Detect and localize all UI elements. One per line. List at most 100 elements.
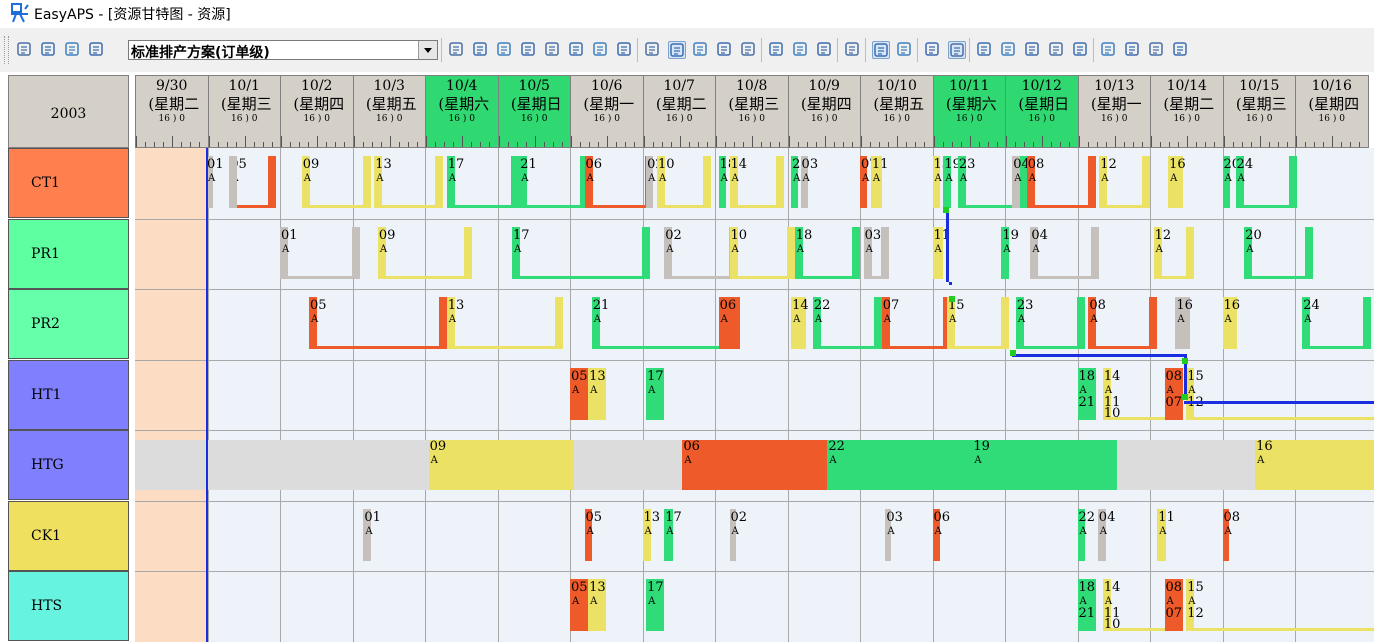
task-bar-ct1[interactable] [791, 156, 799, 208]
bar-icon[interactable] [976, 41, 994, 59]
task-bar-ct1[interactable] [446, 156, 520, 208]
task2-icon[interactable] [792, 41, 810, 59]
task-bar-htg[interactable] [428, 440, 574, 490]
schedule-icon[interactable] [592, 41, 610, 59]
task-bar-ct1[interactable] [957, 156, 1027, 208]
grid1-icon[interactable] [872, 41, 890, 59]
toolbar-grip[interactable] [4, 36, 9, 64]
link-node[interactable] [1182, 358, 1188, 364]
task-bar-ht1[interactable] [1164, 367, 1183, 420]
dropdown-arrow-icon[interactable] [418, 41, 437, 59]
task-bar-ck1[interactable] [664, 508, 673, 561]
task-bar-ct1[interactable] [718, 156, 726, 208]
task-bar-ct1[interactable] [860, 156, 868, 208]
task-bar-ct1[interactable] [301, 156, 371, 208]
edit-icon[interactable] [844, 41, 862, 59]
print-preview-icon[interactable] [64, 41, 82, 59]
task-bar-pr2[interactable] [309, 297, 447, 349]
task-bar-ct1[interactable] [870, 156, 882, 208]
indent-icon[interactable] [520, 41, 538, 59]
bell-icon[interactable] [1100, 41, 1118, 59]
task-bar-pr2[interactable] [1222, 297, 1237, 349]
report-icon[interactable] [1172, 41, 1190, 59]
task-bar-htg[interactable] [682, 440, 828, 490]
task-bar-pr1[interactable] [729, 226, 795, 279]
task-bar-ct1[interactable] [519, 156, 589, 208]
align-icon[interactable] [568, 41, 586, 59]
info-icon[interactable] [1072, 41, 1090, 59]
task-bar-pr1[interactable] [512, 226, 650, 279]
task-bar-ck1[interactable] [1222, 508, 1229, 561]
task-bar-pr2[interactable] [1088, 297, 1158, 349]
task-bar-pr2[interactable] [718, 297, 741, 349]
print-icon[interactable] [40, 41, 58, 59]
doc-icon[interactable] [1124, 41, 1142, 59]
task-bar-pr1[interactable] [1001, 226, 1009, 279]
resource-label-hts[interactable]: HTS [8, 571, 129, 641]
task-bar-htg[interactable] [1255, 440, 1374, 490]
filter-icon[interactable] [544, 41, 562, 59]
task-bar-ct1[interactable] [374, 156, 444, 208]
psi-icon[interactable] [1148, 41, 1166, 59]
task-bar-ck1[interactable] [1097, 508, 1107, 561]
task-bar-pr2[interactable] [1302, 297, 1372, 349]
layers-icon[interactable] [816, 41, 834, 59]
area-icon[interactable] [1000, 41, 1018, 59]
view1-icon[interactable] [668, 41, 686, 59]
task-bar-pr1[interactable] [1244, 226, 1314, 279]
task-bar-ht1[interactable] [588, 367, 607, 420]
link-node[interactable] [1182, 394, 1188, 400]
refresh-icon[interactable] [448, 41, 466, 59]
task-bar-ht1[interactable] [570, 367, 589, 420]
task-bar-ck1[interactable] [729, 508, 736, 561]
task-bar-ct1[interactable] [646, 156, 654, 208]
task-bar-pr1[interactable] [794, 226, 860, 279]
plan-select[interactable]: 标准排产方案(订单级) [128, 40, 438, 61]
task-bar-ct1[interactable] [800, 156, 808, 208]
resource-label-ct1[interactable]: CT1 [8, 148, 129, 218]
resource-icon[interactable] [644, 41, 662, 59]
task-bar-ct1[interactable] [1168, 156, 1183, 208]
task-bar-pr1[interactable] [280, 226, 360, 279]
task-bar-ck1[interactable] [885, 508, 892, 561]
resource-label-ht1[interactable]: HT1 [8, 359, 129, 430]
task-bar-htg[interactable] [827, 440, 973, 490]
task1-icon[interactable] [768, 41, 786, 59]
task-bar-ck1[interactable] [584, 508, 592, 561]
task-bar-htg[interactable] [972, 440, 1118, 490]
task-bar-ht1[interactable] [646, 367, 665, 420]
task-bar-pr2[interactable] [1175, 297, 1190, 349]
task-bar-ct1[interactable] [1235, 156, 1298, 208]
task-bar-pr1[interactable] [1030, 226, 1100, 279]
link-node[interactable] [949, 296, 955, 302]
list-icon[interactable] [472, 41, 490, 59]
task-bar-ct1[interactable] [206, 156, 214, 208]
task-bar-hts[interactable] [1164, 579, 1183, 631]
task-bar-pr1[interactable] [377, 226, 473, 279]
task-bar-ct1[interactable] [1099, 156, 1150, 208]
task-bar-pr2[interactable] [591, 297, 730, 349]
task-bar-ct1[interactable] [932, 156, 940, 208]
copy-icon[interactable] [496, 41, 514, 59]
task-bar-ct1[interactable] [729, 156, 784, 208]
task-bar-ct1[interactable] [943, 156, 951, 208]
view3-icon[interactable] [716, 41, 734, 59]
task-bar-ck1[interactable] [642, 508, 652, 561]
justify-icon[interactable] [924, 41, 942, 59]
task-bar-pr2[interactable] [446, 297, 563, 349]
task-bar-ck1[interactable] [932, 508, 940, 561]
line-icon[interactable] [1024, 41, 1042, 59]
grid2-icon[interactable] [896, 41, 914, 59]
task-bar-hts[interactable] [646, 579, 665, 631]
view4-icon[interactable] [740, 41, 758, 59]
task-bar-ct1[interactable] [1026, 156, 1096, 208]
link-node[interactable] [1010, 350, 1016, 356]
task-bar-ck1[interactable] [363, 508, 371, 561]
task-bar-ck1[interactable] [1157, 508, 1166, 561]
home-icon[interactable] [1048, 41, 1066, 59]
task-bar-ct1[interactable] [657, 156, 712, 208]
task-bar-pr1[interactable] [1153, 226, 1194, 279]
task-bar-ct1[interactable] [229, 156, 237, 208]
resource-label-pr1[interactable]: PR1 [8, 218, 129, 289]
task-bar-ct1[interactable] [1012, 156, 1020, 208]
